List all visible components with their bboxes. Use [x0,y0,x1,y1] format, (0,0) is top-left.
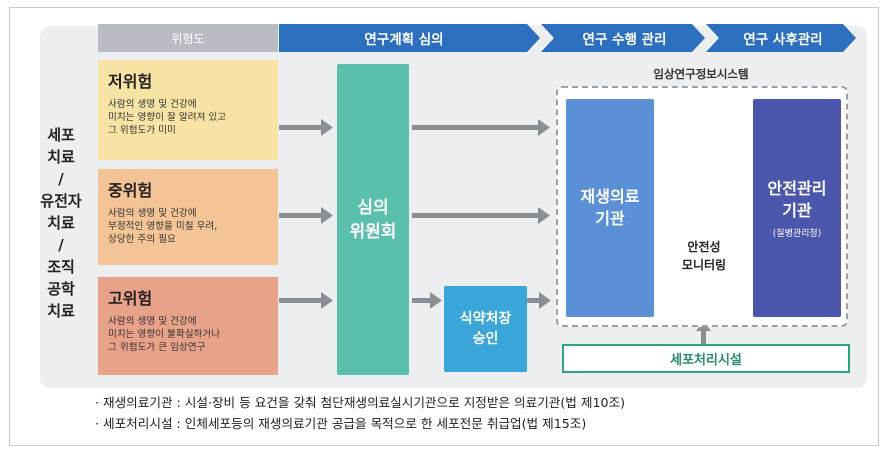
stage-3-text: 연구 사후관리 [743,32,823,48]
therapy-label-line: 세포 [47,126,75,144]
stage-2-text: 연구 수행 관리 [582,32,667,48]
safety-sub: (질병관리청) [772,228,822,239]
cell-processing-facility: 세포처리시설 [562,344,850,373]
arrow-cellfac-up-shaft [701,330,706,344]
regen-line: 재생의료 [580,187,640,206]
committee-line: 위원회 [349,221,397,242]
stage-1-text: 연구계획 심의 [364,32,444,48]
safety-management-institution: 안전관리 기관 (질병관리청) [753,99,841,317]
therapy-label-line: 치료 [47,148,75,166]
risk-box-mid: 중위험 사람의 생명 및 건강에 부정적인 영향을 미칠 우려, 상당한 주의 … [98,169,278,265]
system-name-text: 임상연구정보시스템 [653,67,749,81]
arrow-committee-top-shaft [412,125,538,130]
header-risk-level-label: 위험도 [171,31,205,46]
risk-low-desc-line: 미치는 영향이 잘 알려져 있고 [108,112,227,123]
risk-mid-desc-line: 사람의 생명 및 건강에 [108,208,197,219]
arrow-committee-mfds-head [430,292,442,309]
stage-chevron-2 [541,24,705,52]
header-risk-level: 위험도 [98,24,278,52]
regenerative-medicine-institution: 재생의료 기관 [566,99,654,317]
arrow-committee-mfds-shaft [412,298,430,303]
arrow-high-head [321,292,333,309]
arrow-low-shaft [279,125,321,130]
therapy-type-label: 세포 치료 / 유전자 치료 / 조직 공학 치료 [38,124,84,322]
risk-low-title: 저위험 [108,72,153,91]
arrow-committee-mid-shaft [412,213,538,218]
monitoring-line: 모니터링 [681,258,727,272]
arrow-low-head [321,119,333,136]
risk-high-title: 고위험 [108,289,153,308]
arrow-committee-top-head [538,119,550,136]
safety-monitoring: 안전성 모니터링 [664,236,744,276]
footnote-regen: · 재생의료기관 : 시설·장비 등 요건을 갖춰 첨단재생의료실시기관으로 지… [95,395,625,410]
arrow-high-shaft [279,298,321,303]
system-name: 임상연구정보시스템 [556,66,846,82]
stage-label-2: 연구 수행 관리 [552,24,697,52]
footnotes: · 재생의료기관 : 시설·장비 등 요건을 갖춰 첨단재생의료실시기관으로 지… [95,392,865,434]
committee-line: 심의 [357,197,389,218]
risk-high-desc-line: 사람의 생명 및 건강에 [108,316,197,327]
arrow-mid-shaft [279,213,321,218]
stage-label-1: 연구계획 심의 [279,24,529,52]
safety-name-line: 기관 [782,200,812,220]
risk-mid-desc-line: 상당한 주의 필요 [108,234,176,245]
therapy-label-line: / [58,170,64,188]
therapy-label-line: 조직 [47,258,75,276]
mfds-approval: 식약처장 승인 [444,286,527,372]
mfds-line: 승인 [472,331,499,347]
therapy-label-line: / [58,236,64,254]
risk-low-desc-line: 사람의 생명 및 건강에 [108,99,197,110]
arrow-mid-head [321,207,333,224]
arrow-mfds-system-head [539,292,551,309]
risk-box-high: 고위험 사람의 생명 및 건강에 미치는 영향이 불확실하거나 그 위험도가 큰… [98,277,278,375]
risk-box-low: 저위험 사람의 생명 및 건강에 미치는 영향이 잘 알려져 있고 그 위험도가… [98,60,278,160]
mfds-line: 식약처장 [459,311,512,327]
footnote-cell-facility: · 세포처리시설 : 인체세포등의 재생의료기관 공급을 목적으로 한 세포전문… [95,416,587,431]
risk-low-desc-line: 그 위험도가 미미 [108,125,176,136]
stage-chevron-1 [279,24,540,52]
risk-high-desc-line: 미치는 영향이 불확실하거나 [108,329,221,340]
stage-label-3: 연구 사후관리 [717,24,849,52]
therapy-label-line: 치료 [47,214,75,232]
cell-facility-text: 세포처리시설 [670,353,742,368]
risk-mid-title: 중위험 [108,181,153,200]
stage-chevron-3 [706,24,856,52]
regen-line: 기관 [595,209,625,228]
safety-name-line: 안전관리 [767,178,827,198]
therapy-label-line: 치료 [47,302,75,320]
review-committee: 심의 위원회 [337,64,409,375]
risk-high-desc-line: 그 위험도가 큰 임상연구 [108,342,206,353]
risk-mid-desc-line: 부정적인 영향을 미칠 우려, [108,221,218,232]
arrow-mfds-system-shaft [527,298,539,303]
therapy-label-line: 유전자 [40,192,82,210]
arrow-committee-mid-head [538,207,550,224]
monitoring-line: 안전성 [687,240,721,254]
therapy-label-line: 공학 [47,280,75,298]
